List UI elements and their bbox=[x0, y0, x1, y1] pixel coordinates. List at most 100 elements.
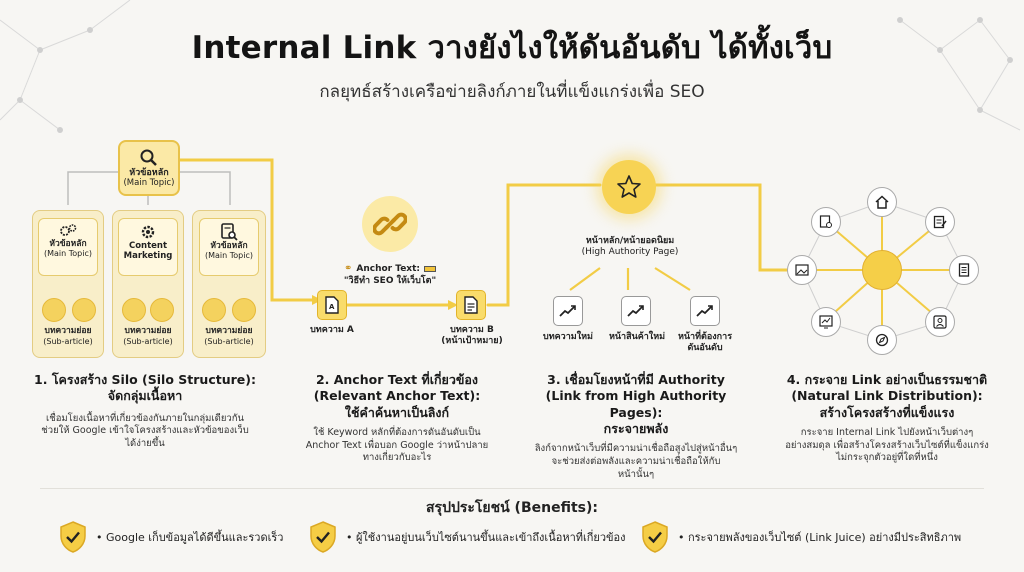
step-3-desc-1: ลิงก์จากหน้าเว็บที่มีความน่าเชื่อถือสูงไ… bbox=[534, 443, 738, 454]
step-3-desc-3: หน้านั้นๆ bbox=[617, 468, 655, 480]
step-4: 4. กระจาย Link อย่างเป็นธรรมชาติ (Natura… bbox=[762, 372, 1012, 465]
hub-center-node bbox=[862, 250, 902, 290]
document-icon: A bbox=[325, 296, 339, 314]
silo-column-1-label: หัวข้อหลัก bbox=[49, 239, 87, 249]
image-icon bbox=[787, 255, 817, 285]
benefit-item-2: • ผู้ใช้งานอยู่บนเว็บไซต์นานขึ้นและเข้าถ… bbox=[308, 520, 626, 554]
benefit-text-3: • กระจายพลังของเว็บไซต์ (Link Juice) อย่… bbox=[678, 531, 962, 544]
sub-article-label-en: (Sub-article) bbox=[43, 336, 93, 346]
article-b-label: บทความ B bbox=[450, 325, 494, 335]
edit-doc-icon bbox=[925, 207, 955, 237]
silo-column-3-label-en: (Main Topic) bbox=[204, 251, 253, 261]
step-2: 2. Anchor Text ที่เกี่ยวข้อง (Relevant A… bbox=[282, 372, 512, 465]
document-icon bbox=[949, 255, 979, 285]
divider bbox=[40, 488, 984, 489]
target-page: หน้าที่ต้องการ ดันอันดับ bbox=[672, 332, 738, 355]
step-1: 1. โครงสร้าง Silo (Silo Structure): จัดก… bbox=[20, 372, 270, 451]
anchor-text-value: "วิธีทำ SEO ให้เว็บโต" bbox=[343, 275, 437, 286]
benefits-title: สรุปประโยชน์ (Benefits): bbox=[426, 500, 598, 516]
step-2-desc-3: ทางเกี่ยวกับอะไร bbox=[362, 452, 432, 464]
silo-column-2-topic: Content Marketing bbox=[118, 218, 178, 276]
benefit-text-1: • Google เก็บข้อมูลได้ดีขึ้นและรวดเร็ว bbox=[96, 531, 284, 544]
sub-article-node bbox=[202, 298, 226, 322]
step-4-title-1: 4. กระจาย Link อย่างเป็นธรรมชาติ bbox=[786, 372, 988, 387]
star-icon bbox=[617, 175, 641, 198]
silo-column-1-subarticle: บทความย่อย (Sub-article) bbox=[32, 326, 104, 347]
step-1-desc-2: ช่วยให้ Google เข้าใจโครงสร้างและหัวข้อข… bbox=[41, 425, 249, 437]
new-article-chart-icon bbox=[553, 296, 583, 326]
authority-home-sub: (High Authority Page) bbox=[581, 247, 679, 258]
article-b-doc bbox=[456, 290, 486, 320]
header: Internal Link วางยังไงให้ดันอันดับ ได้ทั… bbox=[0, 22, 1024, 105]
target-page-chart-icon bbox=[690, 296, 720, 326]
anchor-text-label: Anchor Text: bbox=[356, 263, 420, 274]
article-a-label: บทความ A bbox=[310, 325, 354, 335]
silo-column-2-label: Content bbox=[128, 241, 168, 251]
step-3-title-1: 3. เชื่อมโยงหน้าที่มี Authority bbox=[547, 372, 725, 387]
search-icon bbox=[140, 149, 157, 166]
main-topic-label-en: (Main Topic) bbox=[123, 178, 175, 189]
article-a-doc: A bbox=[317, 290, 347, 320]
highlight-icon bbox=[424, 266, 436, 273]
silo-column-3-subarticle: บทความย่อย (Sub-article) bbox=[192, 326, 266, 347]
step-4-title-2: (Natural Link Distribution): bbox=[791, 388, 983, 404]
page-subtitle: กลยุทธ์สร้างเครือข่ายลิงก์ภายในที่แข็งแก… bbox=[319, 82, 705, 102]
authority-home-label: หน้าหลัก/หน้ายอดนิยม bbox=[585, 236, 675, 246]
silo-column-3-topic: หัวข้อหลัก (Main Topic) bbox=[199, 218, 259, 276]
step-4-title-3: สร้างโครงสร้างที่แข็งแรง bbox=[819, 404, 955, 420]
silo-column-2-subarticle: บทความย่อย (Sub-article) bbox=[112, 326, 184, 347]
home-icon bbox=[867, 187, 897, 217]
link-icon: ⚭ bbox=[343, 263, 353, 274]
benefit-item-1: • Google เก็บข้อมูลได้ดีขึ้นและรวดเร็ว bbox=[58, 520, 283, 554]
gears-icon bbox=[60, 224, 77, 236]
page-title: Internal Link วางยังไงให้ดันอันดับ ได้ทั… bbox=[191, 30, 833, 66]
compass-icon bbox=[867, 325, 897, 355]
authority-star-node bbox=[602, 160, 656, 214]
step-2-title-1: 2. Anchor Text ที่เกี่ยวข้อง bbox=[315, 372, 479, 387]
gear-icon bbox=[141, 225, 155, 239]
sub-article-node bbox=[122, 298, 146, 322]
step-1-title-1: 1. โครงสร้าง Silo (Silo Structure): bbox=[34, 372, 256, 387]
step-4-desc-2: อย่างสมดุล เพื่อสร้างโครงสร้างเว็บไซต์ที… bbox=[785, 439, 989, 451]
new-product-chart-icon bbox=[621, 296, 651, 326]
step-1-desc-1: เชื่อมโยงเนื้อหาที่เกี่ยวข้องกันภายในกลุ… bbox=[46, 412, 244, 424]
silo-column-1-topic: หัวข้อหลัก (Main Topic) bbox=[38, 218, 98, 276]
step-3: 3. เชื่อมโยงหน้าที่มี Authority (Link fr… bbox=[518, 372, 754, 481]
shield-check-icon bbox=[310, 521, 336, 553]
step-3-desc-2: จะช่วยส่งต่อพลังและความน่าเชื่อถือให้กับ bbox=[551, 455, 721, 467]
silo-column-1-label-en: (Main Topic) bbox=[43, 249, 92, 259]
step-4-desc-1: กระจาย Internal Link ไปยังหน้าเว็บต่างๆ bbox=[800, 426, 974, 438]
sub-article-node bbox=[72, 298, 96, 322]
step-1-desc-3: ได้ง่ายขึ้น bbox=[125, 438, 165, 450]
sub-article-label-en: (Sub-article) bbox=[123, 336, 173, 346]
main-topic-card: หัวข้อหลัก (Main Topic) bbox=[118, 140, 180, 196]
authority-label-block: หน้าหลัก/หน้ายอดนิยม (High Authority Pag… bbox=[570, 236, 690, 259]
sub-article-label: บทความย่อย bbox=[44, 326, 92, 336]
target-new-product: หน้าสินค้าใหม่ bbox=[608, 332, 666, 342]
document-icon bbox=[464, 296, 478, 314]
step-2-desc-1: ใช้ Keyword หลักที่ต้องการดันอันดับเป็น bbox=[313, 426, 481, 438]
main-topic-label: หัวข้อหลัก bbox=[129, 167, 169, 178]
step-4-desc-3: ไม่กระจุกตัวอยู่ที่ใดที่หนึ่ง bbox=[836, 452, 938, 464]
sub-article-label: บทความย่อย bbox=[205, 326, 253, 336]
benefit-item-3: • กระจายพลังของเว็บไซต์ (Link Juice) อย่… bbox=[640, 520, 961, 554]
sub-article-node bbox=[150, 298, 174, 322]
step-3-title-3: กระจายพลัง bbox=[603, 420, 669, 436]
sub-article-label-en: (Sub-article) bbox=[204, 336, 254, 346]
anchor-text-block: ⚭ Anchor Text: "วิธีทำ SEO ให้เว็บโต" bbox=[330, 263, 450, 287]
svg-text:A: A bbox=[329, 303, 335, 311]
target-new-article: บทความใหม่ bbox=[543, 332, 593, 342]
silo-column-2-label-en: Marketing bbox=[123, 251, 173, 262]
user-icon bbox=[925, 307, 955, 337]
sub-article-label: บทความย่อย bbox=[124, 326, 172, 336]
sub-article-node bbox=[232, 298, 256, 322]
silo-column-3-label: หัวข้อหลัก bbox=[210, 241, 248, 251]
step-3-title-2: (Link from High Authority Pages): bbox=[545, 388, 727, 420]
settings-doc-icon bbox=[811, 207, 841, 237]
shield-check-icon bbox=[642, 521, 668, 553]
analytics-icon bbox=[811, 307, 841, 337]
step-2-title-2: (Relevant Anchor Text): bbox=[313, 388, 481, 404]
step-1-title-2: จัดกลุ่มเนื้อหา bbox=[107, 388, 183, 404]
target-page-line2: ดันอันดับ bbox=[687, 343, 723, 354]
